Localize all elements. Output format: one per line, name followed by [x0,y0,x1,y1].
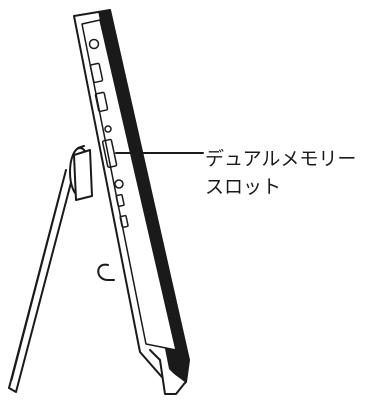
usb-port-small-lower-icon [119,214,129,229]
usb-port-small-upper-icon [115,193,125,208]
side-ports [88,38,129,229]
memory-card-slot-icon [101,138,118,168]
usb-port-upper-icon [89,62,104,84]
audio-jack-icon [114,179,124,189]
callout-label-line2: スロット [205,176,282,198]
stand-hinge [69,145,93,201]
callout-label: デュアルメモリー スロット [205,145,356,201]
usb-port-lower-icon [94,91,109,113]
callout-label-line1: デュアルメモリー [205,148,357,170]
stand-leg [8,169,74,393]
headphone-jack-icon [104,125,112,133]
cable-hook [97,263,115,281]
power-button-icon [88,38,100,50]
display-panel [73,9,190,395]
